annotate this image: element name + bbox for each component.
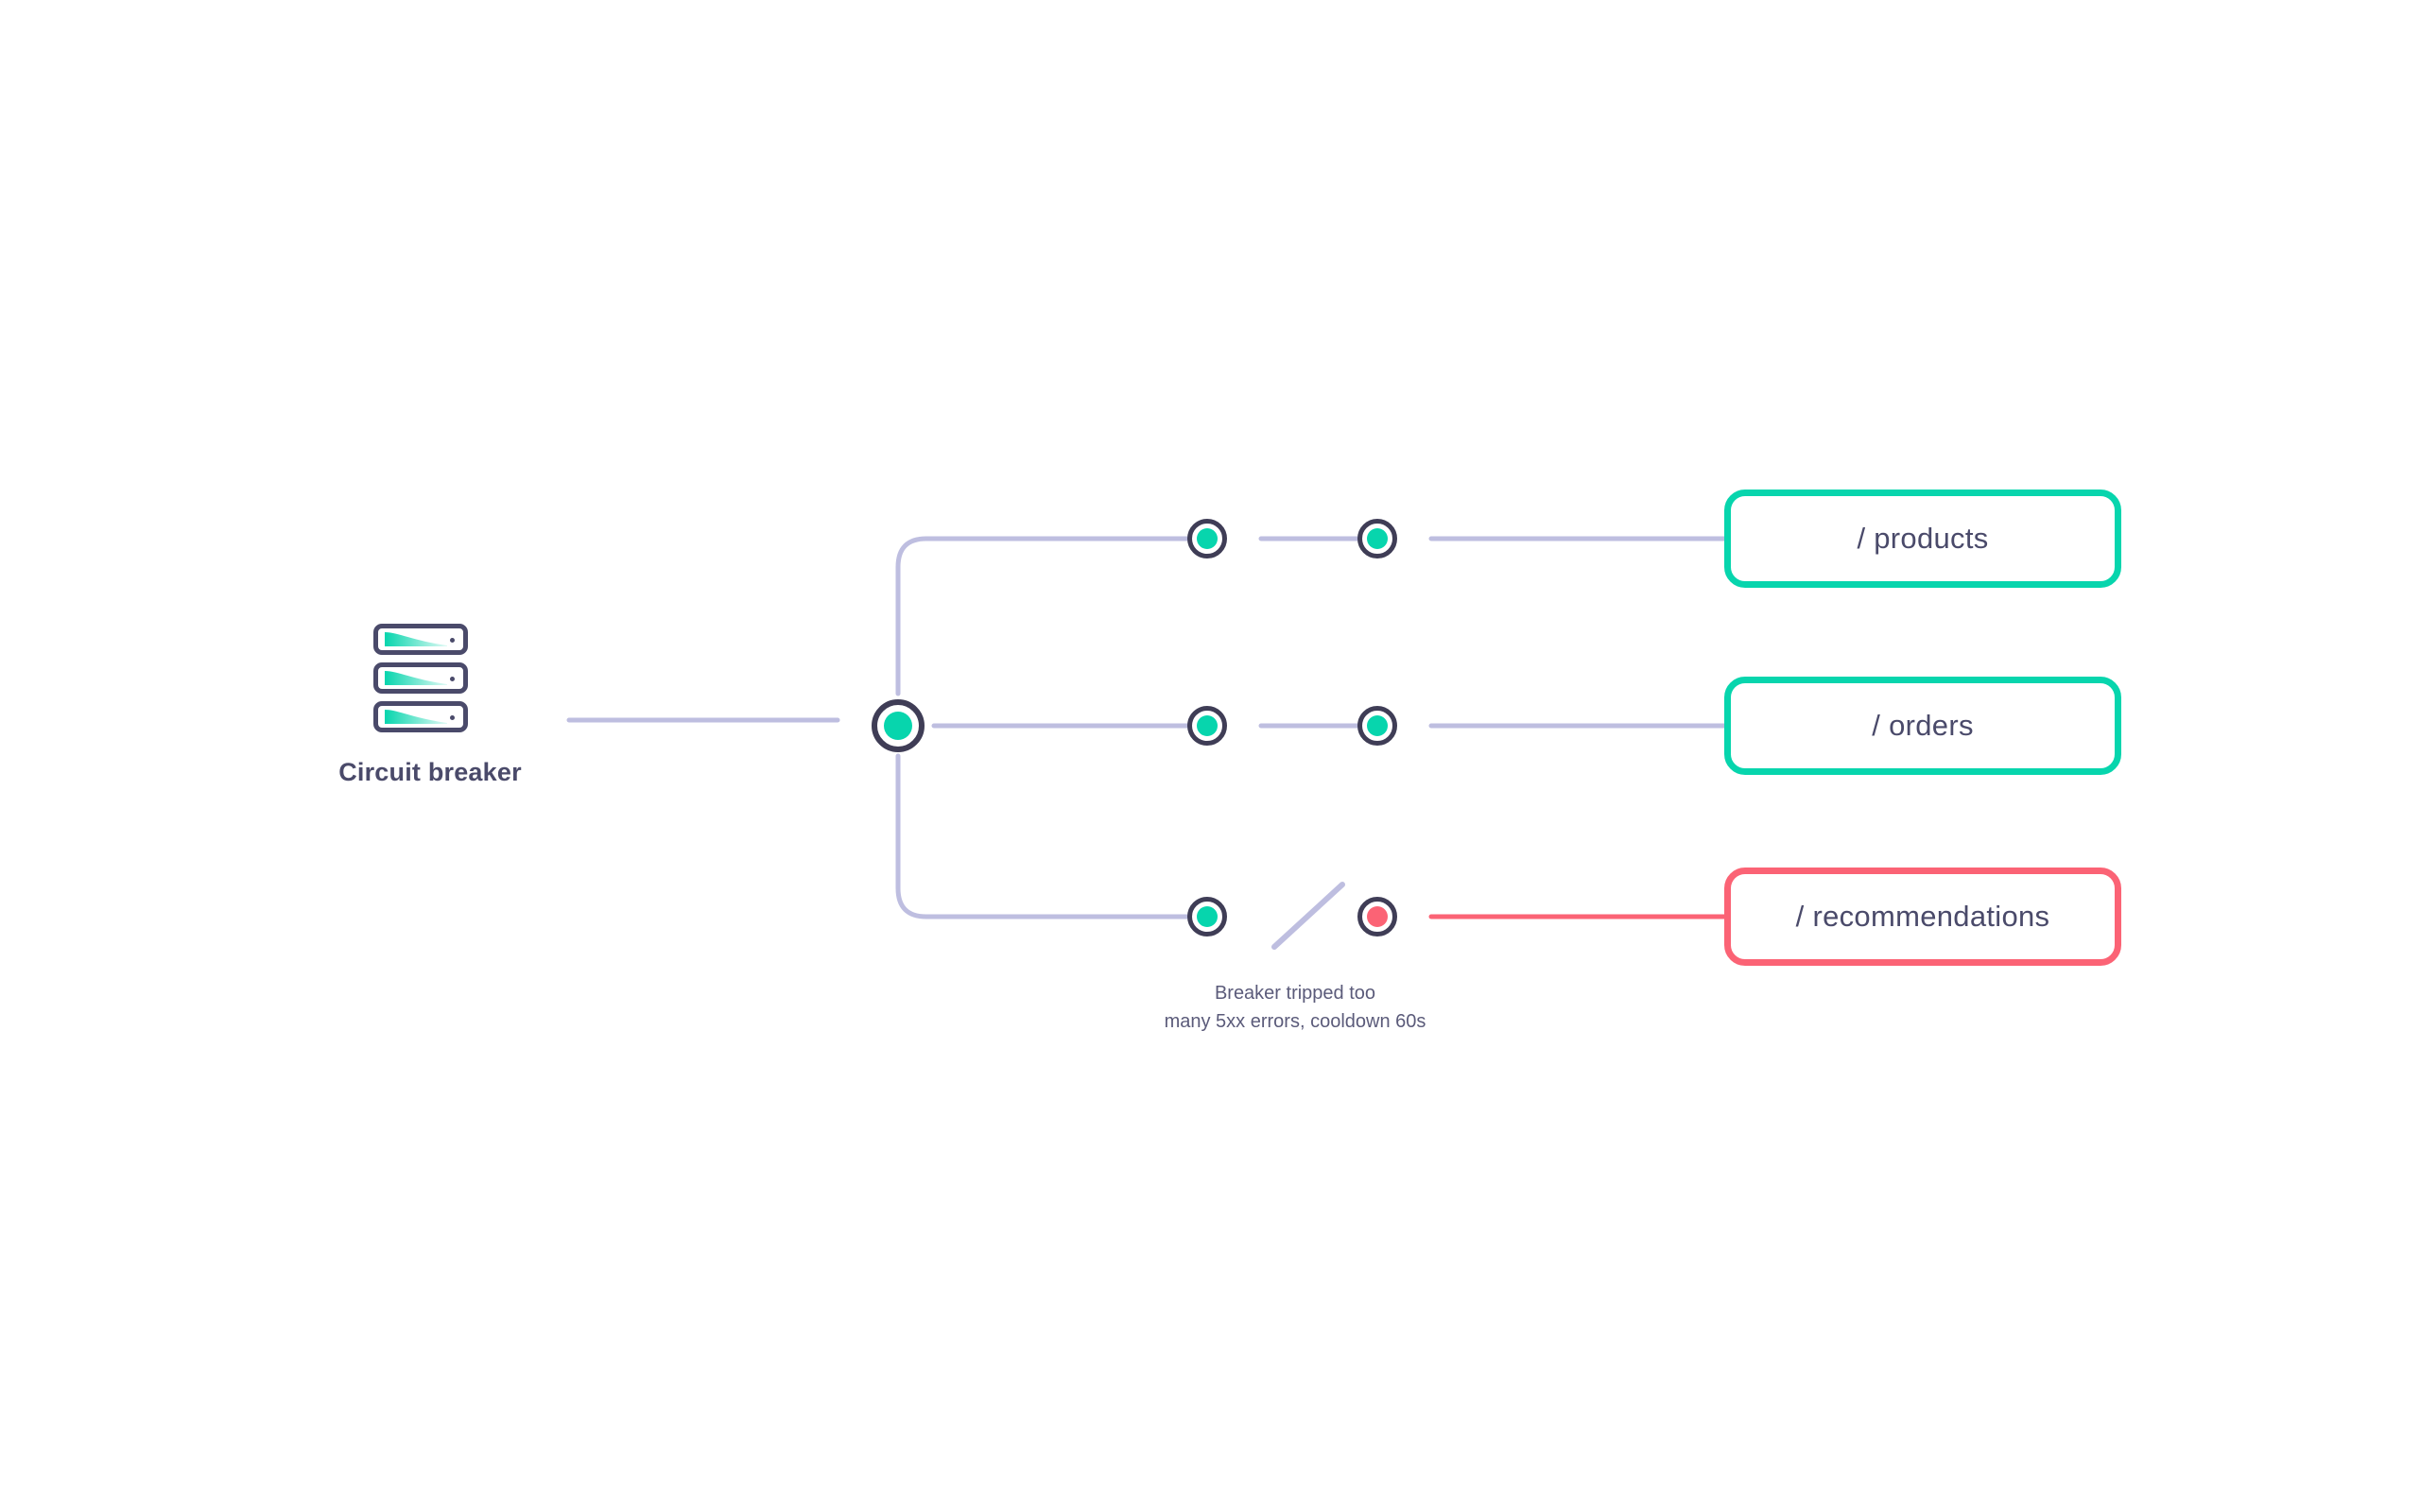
server-unit <box>373 624 468 655</box>
server-unit <box>373 701 468 732</box>
recommendations-node-2-failed[interactable] <box>1357 897 1397 936</box>
breaker-tripped-annotation: Breaker tripped too many 5xx errors, coo… <box>1059 979 1531 1036</box>
server-decay-curve-icon <box>385 671 447 685</box>
route-box-products[interactable]: / products <box>1724 490 2121 588</box>
route-box-recommendations[interactable]: / recommendations <box>1724 868 2121 966</box>
route-box-orders[interactable]: / orders <box>1724 677 2121 775</box>
source-circuit-breaker: Circuit breaker <box>312 624 548 813</box>
orders-node-2[interactable] <box>1357 706 1397 746</box>
node-core <box>884 712 912 740</box>
edge-recommendations-broken-slash <box>1271 882 1345 950</box>
products-node-1[interactable] <box>1187 519 1227 558</box>
node-core <box>1197 715 1218 736</box>
server-stack-icon <box>373 624 487 742</box>
node-core <box>1367 528 1388 549</box>
edge-hub-to-recommendations-branch <box>895 753 1190 919</box>
orders-node-1[interactable] <box>1187 706 1227 746</box>
node-core <box>1197 906 1218 927</box>
edge-hub-to-products-branch <box>895 536 1190 696</box>
server-decay-curve-icon <box>385 710 447 724</box>
source-label: Circuit breaker <box>338 758 522 786</box>
node-core <box>1367 715 1388 736</box>
node-core <box>1367 906 1388 927</box>
node-core <box>1197 528 1218 549</box>
server-led-icon <box>450 715 455 720</box>
annotation-line-2: many 5xx errors, cooldown 60s <box>1164 1011 1426 1032</box>
router-hub-node[interactable] <box>872 699 925 752</box>
annotation-line-1: Breaker tripped too <box>1214 983 1376 1004</box>
server-decay-curve-icon <box>385 632 447 646</box>
server-unit <box>373 662 468 694</box>
recommendations-node-1[interactable] <box>1187 897 1227 936</box>
server-led-icon <box>450 638 455 643</box>
server-led-icon <box>450 677 455 681</box>
products-node-2[interactable] <box>1357 519 1397 558</box>
